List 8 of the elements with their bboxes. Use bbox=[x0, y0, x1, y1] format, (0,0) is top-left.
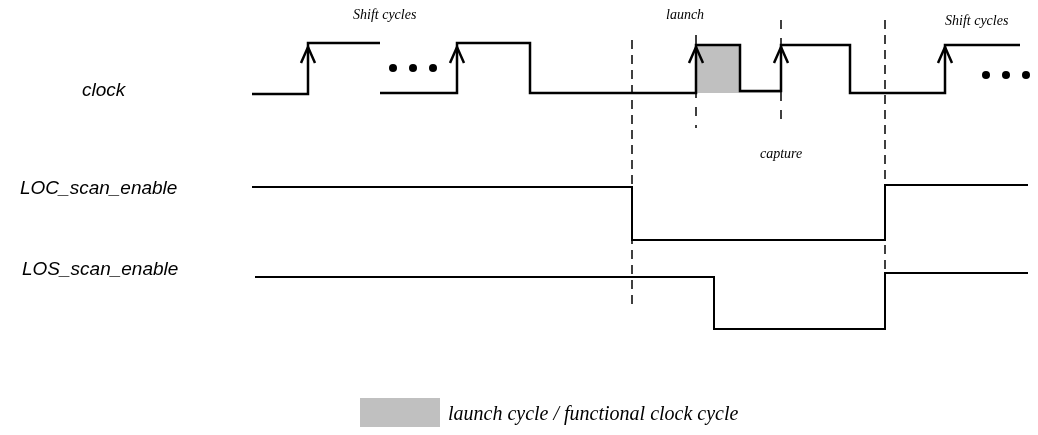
annotation-text: Shift cycles bbox=[353, 8, 417, 22]
legend-text: launch cycle / functional clock cycle bbox=[448, 403, 739, 423]
signal-name: clock bbox=[82, 80, 126, 99]
signal-name: LOC_scan_enable bbox=[20, 178, 178, 197]
annotation-text: Shift cycles bbox=[945, 14, 1009, 28]
annotation-text: launch bbox=[666, 8, 705, 22]
signal-name: LOS_scan_enable bbox=[22, 259, 179, 278]
annotation-text: capture bbox=[760, 147, 803, 161]
